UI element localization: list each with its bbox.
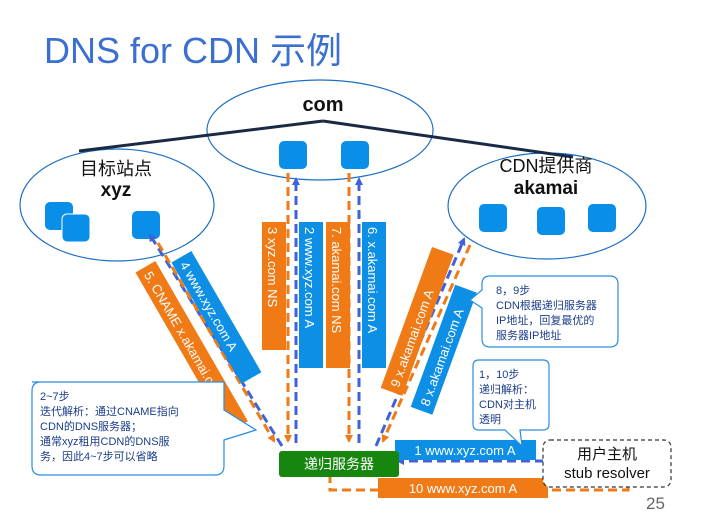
step6-label: 6. x.akamai.com A: [362, 222, 386, 368]
recursive-callout: 1，10步 递归解析： CDN对主机 透明: [472, 359, 550, 448]
akamai-server-box: [479, 204, 507, 232]
user-host-box: 用户主机 stub resolver: [542, 439, 672, 488]
iterative-callout: 2~7步 迭代解析：通过CNAME指向 CDN的DNS服务器； 通常xyz租用C…: [31, 381, 258, 476]
recursive-server-box: 递归服务器: [279, 451, 399, 477]
step7-label: 7. akamai.com NS: [326, 222, 350, 368]
svg-text:8，9步: 8，9步: [496, 284, 530, 297]
page-number: 25: [646, 494, 665, 513]
com-zone-ellipse: [206, 79, 434, 181]
svg-text:10 www.xyz.com A: 10 www.xyz.com A: [409, 481, 518, 496]
svg-text:2~7步: 2~7步: [40, 390, 70, 403]
com-server-box: [279, 141, 307, 169]
target-site-label: 目标站点: [80, 159, 152, 179]
akamai-server-box: [588, 204, 616, 232]
cdn-reply-callout: 8，9步 CDN根据递归服务器 IP地址，回复最优的 服务器IP地址: [468, 275, 619, 348]
svg-text:6. x.akamai.com A: 6. x.akamai.com A: [365, 227, 380, 334]
tree-line-right: [322, 119, 574, 159]
arrow-step9: [381, 244, 472, 443]
svg-text:3 xyz.com NS: 3 xyz.com NS: [265, 227, 280, 308]
svg-text:递归服务器: 递归服务器: [304, 456, 374, 472]
arrow-step5: [156, 242, 276, 443]
target-site-name: xyz: [101, 180, 132, 201]
svg-text:1，10步: 1，10步: [479, 368, 519, 381]
svg-text:1 www.xyz.com A: 1 www.xyz.com A: [414, 443, 515, 458]
akamai-server-box: [537, 207, 565, 235]
com-server-box: [341, 141, 369, 169]
svg-text:stub resolver: stub resolver: [564, 465, 650, 482]
svg-text:透明: 透明: [479, 413, 501, 426]
svg-text:7. akamai.com NS: 7. akamai.com NS: [329, 227, 344, 334]
svg-text:2 www.xyz.com A: 2 www.xyz.com A: [302, 227, 317, 328]
svg-text:CDN的DNS服务器；: CDN的DNS服务器；: [40, 419, 142, 433]
svg-text:用户主机: 用户主机: [577, 446, 637, 463]
svg-text:迭代解析：通过CNAME指向: 迭代解析：通过CNAME指向: [40, 404, 179, 418]
xyz-server-box: [61, 213, 91, 243]
com-label: com: [302, 94, 343, 116]
tree-line-left: [78, 119, 324, 153]
svg-text:CDN根据递归服务器: CDN根据递归服务器: [496, 298, 597, 312]
step3-label: 3 xyz.com NS: [262, 222, 286, 350]
step10-label: 10 www.xyz.com A: [378, 478, 548, 498]
step2-label: 2 www.xyz.com A: [299, 222, 323, 368]
cdn-provider-label: CDN提供商: [500, 156, 593, 176]
slide-title: DNS for CDN 示例: [44, 30, 343, 71]
svg-text:递归解析：: 递归解析：: [479, 382, 534, 396]
xyz-server-box: [132, 211, 160, 239]
svg-text:IP地址，回复最优的: IP地址，回复最优的: [496, 313, 594, 327]
svg-text:CDN对主机: CDN对主机: [479, 397, 536, 411]
svg-text:通常xyz租用CDN的DNS服: 通常xyz租用CDN的DNS服: [40, 434, 170, 448]
svg-text:服务器IP地址: 服务器IP地址: [496, 328, 561, 342]
svg-text:务，因此4~7步可以省略: 务，因此4~7步可以省略: [40, 449, 158, 463]
step1-label: 1 www.xyz.com A: [395, 440, 536, 460]
cdn-provider-name: akamai: [514, 178, 578, 199]
